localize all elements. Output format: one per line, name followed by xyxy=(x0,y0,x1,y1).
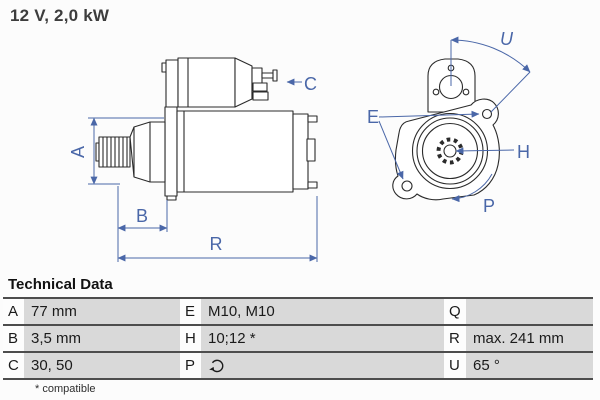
table-key-r: R xyxy=(444,326,466,351)
table-key-u: U xyxy=(444,353,466,378)
table-value-h: 10;12 * xyxy=(201,326,444,351)
table-row: A 77 mm E M10, M10 Q xyxy=(3,299,593,326)
dimension-label-a: A xyxy=(68,146,88,158)
footnote: * compatible xyxy=(35,383,96,395)
starter-motor-diagram: A B R C xyxy=(68,29,531,262)
table-key-q: Q xyxy=(444,299,466,324)
flange-foot xyxy=(166,195,177,201)
rear-stud xyxy=(307,115,318,123)
table-value-q xyxy=(466,299,593,324)
e-leader-bottom xyxy=(378,120,404,180)
drive-end-bell xyxy=(129,121,166,183)
side-view: A B R C xyxy=(68,57,318,262)
table-row: B 3,5 mm H 10;12 * R max. 241 mm xyxy=(3,326,593,353)
table-key-h: H xyxy=(180,326,201,351)
rotation-ccw-icon xyxy=(209,359,224,372)
table-key-b: B xyxy=(3,326,24,351)
dimension-label-u: U xyxy=(500,29,514,49)
solenoid-end xyxy=(234,57,253,108)
table-value-e: M10, M10 xyxy=(201,299,444,324)
dimension-u-arc xyxy=(450,36,531,73)
h-leader xyxy=(455,147,515,155)
table-value-p xyxy=(201,353,444,378)
dimension-label-c: C xyxy=(304,74,317,94)
table-value-u: 65 ° xyxy=(466,353,593,378)
rotation-direction-arrow xyxy=(451,173,493,203)
mount-hole-top xyxy=(481,108,493,120)
end-cap xyxy=(292,113,309,190)
table-row: C 30, 50 P U 65 ° xyxy=(3,353,593,380)
table-value-r: max. 241 mm xyxy=(466,326,593,351)
table-key-e: E xyxy=(180,299,201,324)
rear-boss xyxy=(306,138,316,162)
dimension-label-p: P xyxy=(483,196,495,216)
terminal-lug xyxy=(252,91,269,101)
table-value-a: 77 mm xyxy=(24,299,180,324)
page-title: 12 V, 2,0 kW xyxy=(10,6,110,25)
rear-stud xyxy=(307,181,318,189)
motor-body xyxy=(176,110,294,193)
table-key-p: P xyxy=(180,353,201,378)
mount-flange-side xyxy=(164,106,178,197)
bracket-side-hole xyxy=(432,88,440,96)
dimension-label-r: R xyxy=(210,234,223,254)
mount-hole-bottom xyxy=(401,180,413,192)
table-key-c: C xyxy=(3,353,24,378)
terminal-stud xyxy=(272,69,278,82)
table-value-b: 3,5 mm xyxy=(24,326,180,351)
technical-data-table: A 77 mm E M10, M10 Q B 3,5 mm H 10;12 * … xyxy=(3,297,593,380)
table-value-c: 30, 50 xyxy=(24,353,180,378)
terminal-lug xyxy=(252,82,268,92)
bracket-side-hole xyxy=(462,88,470,96)
front-view: E U H P xyxy=(367,29,531,216)
solenoid-bracket xyxy=(165,59,179,108)
e-leader-top xyxy=(378,110,480,118)
table-key-a: A xyxy=(3,299,24,324)
dimension-label-e: E xyxy=(367,107,379,127)
pinion-teeth xyxy=(102,137,128,167)
section-heading: Technical Data xyxy=(8,276,113,293)
dimension-label-b: B xyxy=(136,206,148,226)
solenoid-body xyxy=(177,57,236,108)
dimension-label-h: H xyxy=(517,142,530,162)
terminal-stud xyxy=(261,72,275,79)
